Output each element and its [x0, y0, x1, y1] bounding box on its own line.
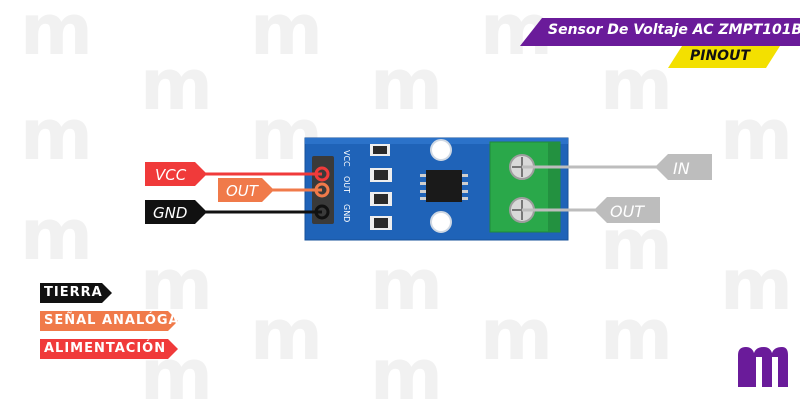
terminal-out-label-tag — [594, 197, 660, 223]
legend-power-bg — [40, 339, 178, 359]
vcc-pin-marker — [314, 166, 330, 182]
in-label-tag — [655, 154, 712, 180]
out-pin-marker — [314, 182, 330, 198]
out-label: OUT — [226, 182, 260, 200]
legend-power: ALIMENTACIÓN — [44, 341, 167, 356]
legend-analog: SEÑAL ANALÓGA — [44, 313, 180, 328]
mounting-hole — [430, 139, 452, 161]
m-watermark-icon: m — [370, 244, 443, 326]
silkscreen-vcc: VCC — [342, 150, 351, 167]
legend-ground-bg — [40, 283, 112, 303]
screw-terminal-edge — [548, 142, 560, 232]
mounting-hole — [430, 211, 452, 233]
m-watermark-icon: m — [250, 294, 323, 376]
silkscreen-out: OUT — [342, 176, 351, 193]
smd-resistor — [374, 194, 388, 204]
title-banner — [520, 18, 800, 46]
m-watermark-icon: m — [480, 294, 553, 376]
m-watermark-icon: m — [140, 44, 213, 126]
m-watermark-icon: m — [600, 294, 673, 376]
gnd-label: GND — [153, 204, 187, 222]
vcc-label-tag — [145, 162, 207, 186]
silkscreen-gnd: GND — [342, 204, 351, 222]
terminal-out-label: OUT — [610, 202, 645, 221]
ic-chip — [420, 170, 468, 202]
m-watermark-icon: m — [370, 334, 443, 416]
gnd-label-tag — [145, 200, 207, 224]
m-watermark-icon: m — [20, 94, 93, 176]
pinout-diagram: VCC OUT GND VCC OUT GND — [145, 137, 712, 241]
legend-ground: TIERRA — [44, 285, 103, 300]
in-label: IN — [673, 159, 690, 178]
smd-resistor — [374, 170, 388, 180]
out-label-tag — [218, 178, 274, 202]
m-watermark-icon: m — [600, 44, 673, 126]
m-watermark-icon: m — [20, 194, 93, 276]
m-logo-icon — [738, 347, 788, 387]
gnd-pin-marker — [314, 204, 330, 220]
m-watermark-icon: m — [370, 44, 443, 126]
smd-resistor — [374, 218, 388, 228]
m-watermark-icon: m — [250, 0, 323, 71]
m-watermark-icon: m — [140, 244, 213, 326]
smd-resistor — [373, 146, 387, 154]
page-subtitle: PINOUT — [690, 48, 751, 64]
vcc-label: VCC — [155, 166, 187, 184]
m-watermark-icon: m — [720, 94, 793, 176]
legend-analog-bg — [40, 311, 178, 331]
m-watermark-icon: m — [20, 0, 93, 71]
pinout-banner — [668, 46, 780, 68]
page-title: Sensor De Voltaje AC ZMPT101B — [548, 22, 800, 38]
m-watermark-icon: m — [720, 244, 793, 326]
